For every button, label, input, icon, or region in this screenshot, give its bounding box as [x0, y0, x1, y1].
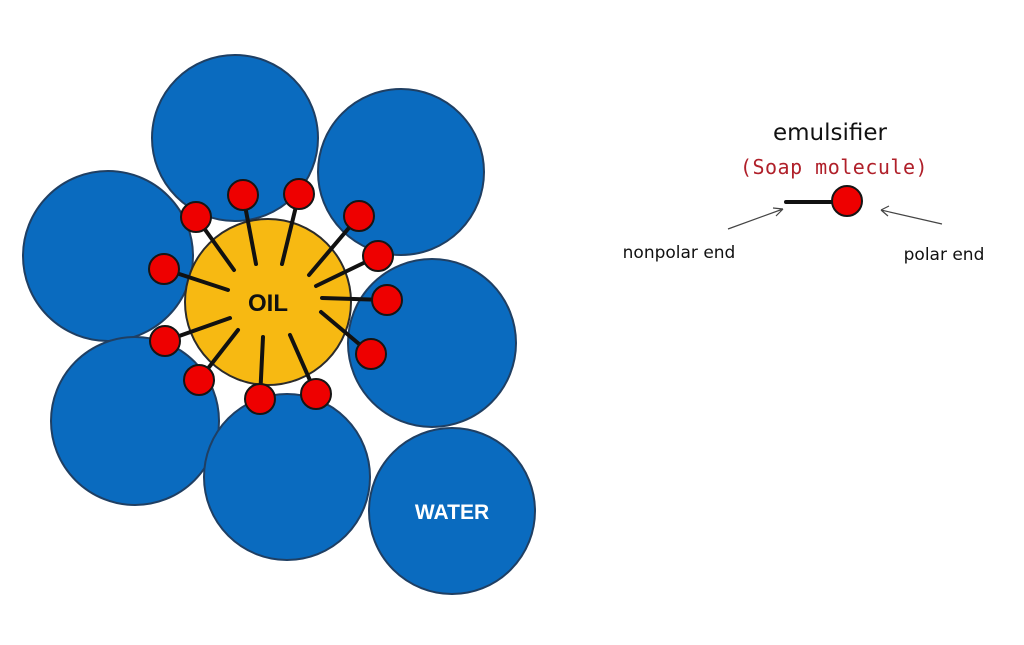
molecule-head	[283, 178, 315, 210]
molecule-head	[180, 201, 212, 233]
oil-label: OIL	[248, 290, 288, 317]
emulsifier-molecules	[148, 178, 403, 415]
polar-arrow	[880, 205, 943, 225]
molecule-head	[343, 200, 375, 232]
molecule-head	[227, 179, 259, 211]
molecule-head	[300, 378, 332, 410]
molecule-head	[371, 284, 403, 316]
molecule-head	[362, 240, 394, 272]
molecule-head	[244, 383, 276, 415]
nonpolar-label: nonpolar end	[623, 243, 736, 263]
legend-subtitle: (Soap molecule)	[740, 155, 928, 179]
water-drop	[151, 54, 319, 222]
water-label: WATER	[415, 501, 489, 524]
legend-title: emulsifier	[773, 120, 888, 146]
water-drop	[50, 336, 220, 506]
polar-label: polar end	[904, 245, 985, 265]
legend-molecule-head	[831, 185, 863, 217]
water-drops	[22, 54, 536, 595]
molecule-head	[149, 325, 181, 357]
molecule-head	[355, 338, 387, 370]
legend: emulsifier (Soap molecule) nonpolar end …	[623, 120, 985, 265]
nonpolar-arrow	[727, 207, 784, 230]
water-drop	[368, 427, 536, 595]
molecule-head	[183, 364, 215, 396]
water-drop	[203, 393, 371, 561]
water-drop	[317, 88, 485, 256]
molecule-head	[148, 253, 180, 285]
